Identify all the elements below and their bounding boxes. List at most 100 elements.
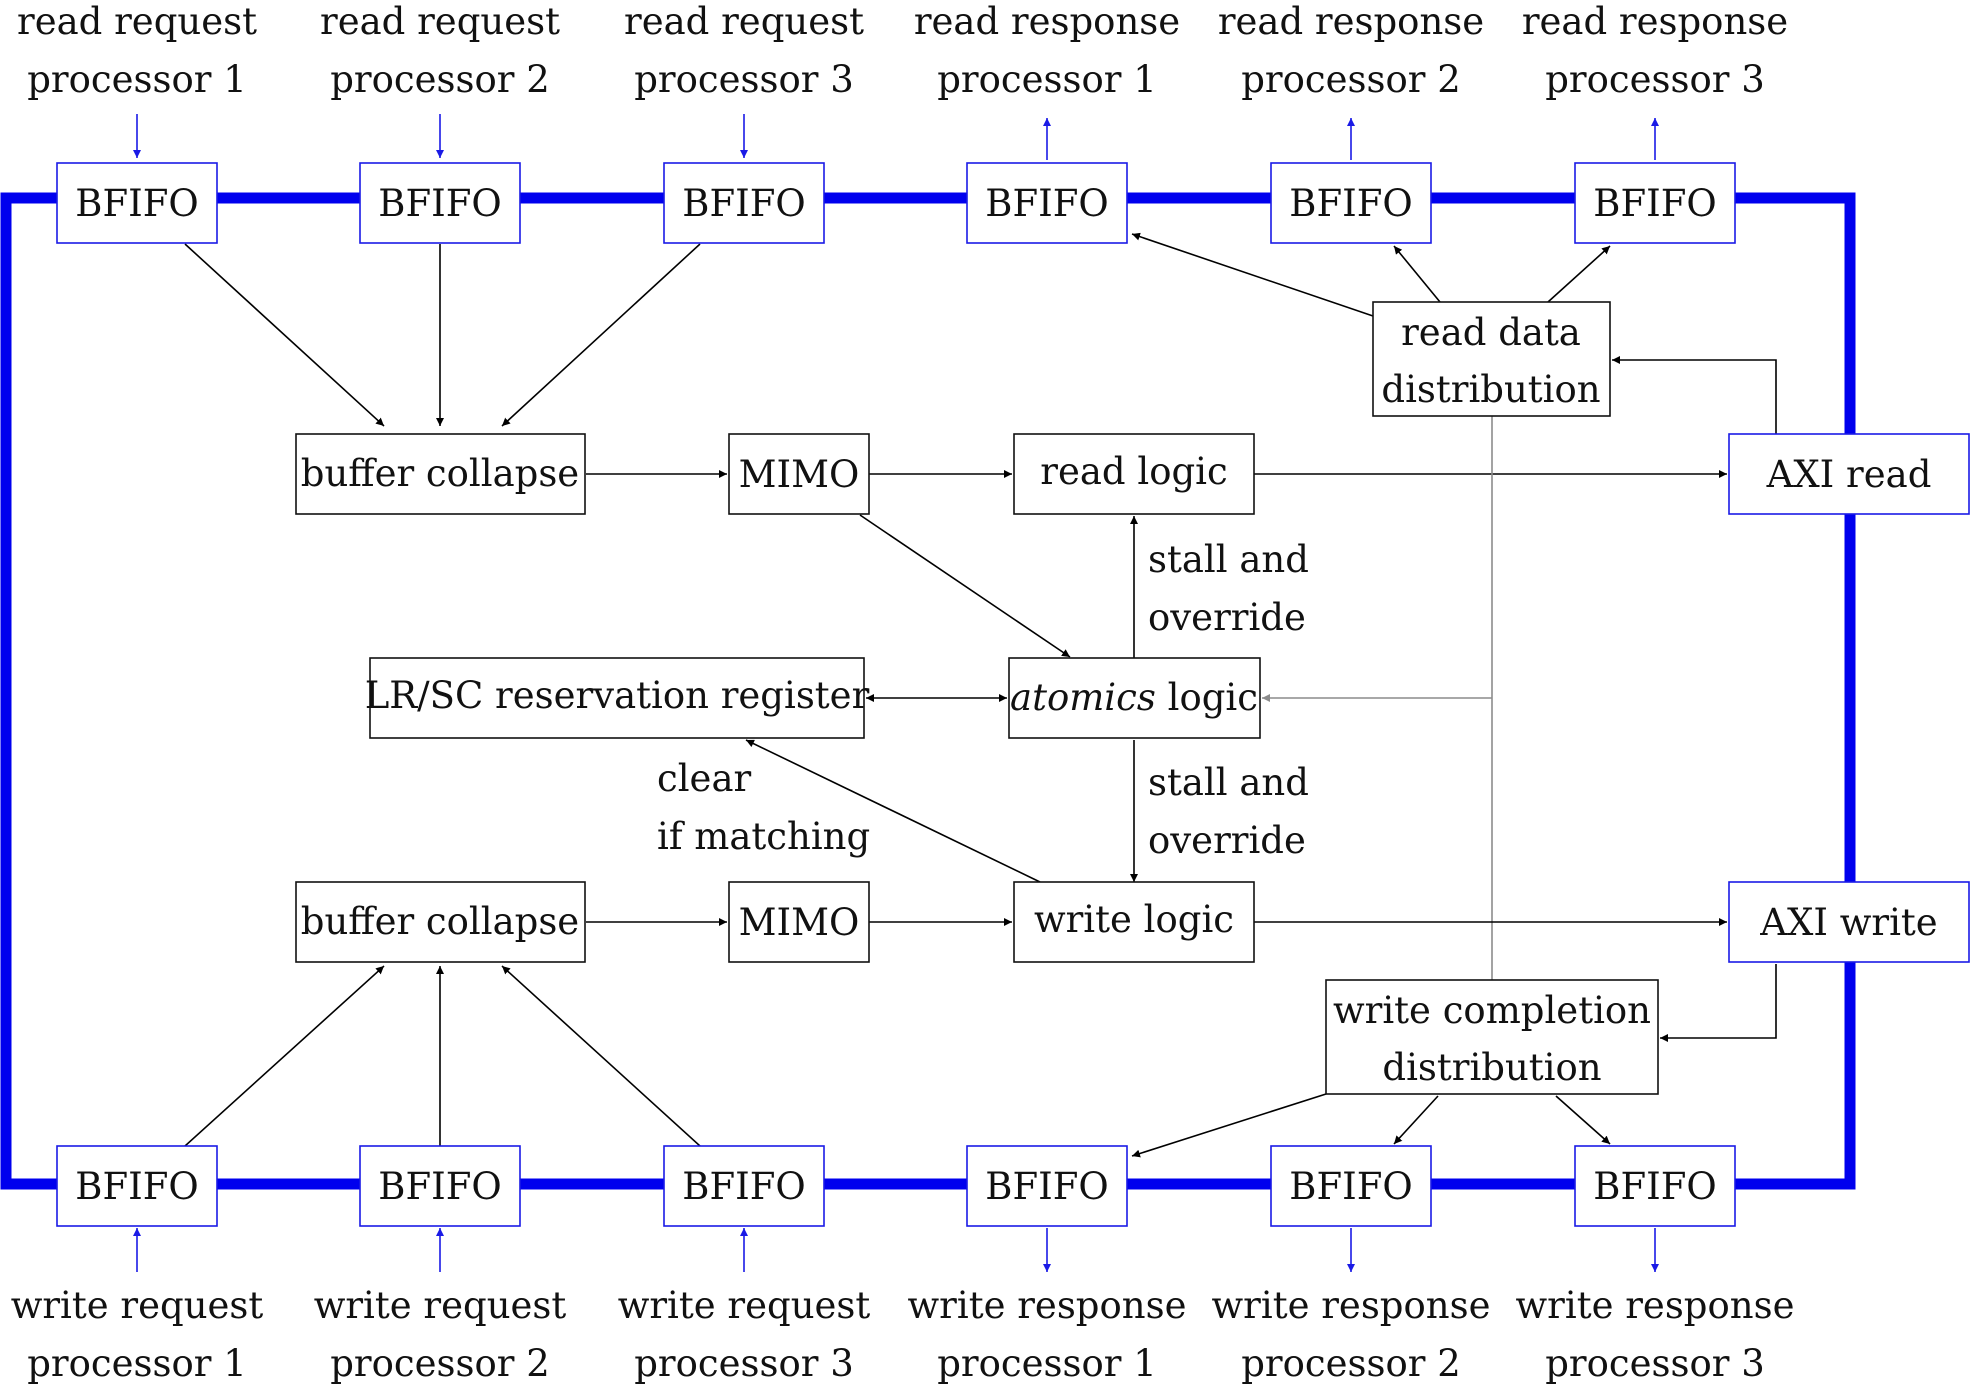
arrow-mimo-to-atomics [859,514,1071,658]
write-buffer-collapse-box [295,881,586,963]
arrow-read-fifo3-to-collapse [501,243,701,427]
bfifo-write-req-3 [663,1145,825,1227]
lrsc-register-box [369,657,865,739]
arrow-dist-to-write-resp1 [1131,1093,1327,1158]
arrow-dist-to-read-resp2 [1393,245,1441,303]
read-request-3-line1: read request [624,0,864,43]
arrow-write-fifo3-to-collapse [501,965,701,1147]
bfifo-label: BFIFO [378,1165,501,1208]
stall-override-upper-line1: stall and [1148,538,1309,581]
bfifo-label: BFIFO [682,182,805,225]
arrow-dist-to-write-resp3 [1555,1095,1611,1145]
arrow-axi-write-to-distribution [1660,964,1777,1042]
write-response-1-line2: processor 1 [937,1342,1157,1385]
write-request-3-line1: write request [618,1284,871,1327]
top-io-labels: read request processor 1 read request pr… [17,0,1788,101]
bfifo-label: BFIFO [985,182,1108,225]
bfifo-label: BFIFO [1289,1165,1412,1208]
axi-read-box [1728,433,1970,515]
top-fifo-row: BFIFO BFIFO BFIFO BFIFO BFIFO BFIFO [56,162,1736,244]
bfifo-read-resp-1 [966,162,1128,244]
bfifo-label: BFIFO [1289,182,1412,225]
read-request-3-line2: processor 3 [634,58,854,101]
bfifo-label: BFIFO [75,1165,198,1208]
arrow-axi-read-to-distribution [1612,356,1777,434]
bfifo-label: BFIFO [1593,182,1716,225]
arrow-read-fifo1-to-collapse [184,243,385,427]
arrow-dist-to-read-resp1 [1131,232,1374,317]
read-response-2-line1: read response [1218,0,1484,43]
read-data-distribution-box [1372,301,1611,417]
arrow-write-fifo1-to-collapse [184,965,385,1147]
lrsc-register-label: LR/SC reservation register [365,674,870,717]
write-dist-line2: distribution [1382,1046,1601,1089]
read-request-2-line1: read request [320,0,560,43]
atomics-italic-word: atomics [1010,676,1156,719]
write-response-3-line2: processor 3 [1545,1342,1765,1385]
read-response-2-line2: processor 2 [1241,58,1461,101]
read-request-1-line1: read request [17,0,257,43]
atomics-logic-label: atomics logic [1010,676,1258,719]
bus-ring [0,192,1856,1190]
write-request-2-line2: processor 2 [330,1342,550,1385]
write-request-3-line2: processor 3 [634,1342,854,1385]
bfifo-read-req-1 [56,162,218,244]
write-request-2-line1: write request [314,1284,567,1327]
write-response-1-line1: write response [908,1284,1187,1327]
write-response-2-line2: processor 2 [1241,1342,1461,1385]
write-completion-distribution-box [1325,979,1659,1095]
bfifo-write-resp-3 [1574,1145,1736,1227]
write-mimo-label: MIMO [739,901,860,944]
read-dist-line2: distribution [1381,368,1600,411]
bfifo-write-req-2 [359,1145,521,1227]
read-buffer-collapse-box [295,433,586,515]
read-request-2-line2: processor 2 [330,58,550,101]
write-buffer-collapse-label: buffer collapse [301,900,579,943]
bfifo-label: BFIFO [378,182,501,225]
read-logic-label: read logic [1040,450,1227,493]
read-response-1-line1: read response [914,0,1180,43]
read-request-1-line2: processor 1 [27,58,247,101]
clear-note-line1: clear [657,757,752,800]
bfifo-label: BFIFO [682,1165,805,1208]
write-request-1-line2: processor 1 [27,1342,247,1385]
atomics-rest-word: logic [1156,676,1258,719]
bfifo-write-resp-1 [966,1145,1128,1227]
bottom-io-labels: write request processor 1 write request … [11,1284,1795,1385]
axi-write-box [1728,881,1970,963]
write-logic-box [1013,881,1255,963]
bfifo-read-req-3 [663,162,825,244]
stall-override-upper-line2: override [1148,596,1306,639]
write-response-3-line1: write response [1516,1284,1795,1327]
arrow-write-logic-to-lrsc [745,739,1041,883]
bfifo-label: BFIFO [75,182,198,225]
clear-note-line2: if matching [657,815,870,858]
bfifo-read-resp-2 [1270,162,1432,244]
bottom-fifo-row: BFIFO BFIFO BFIFO BFIFO BFIFO BFIFO [56,1145,1736,1227]
write-logic-label: write logic [1034,898,1234,941]
bfifo-label: BFIFO [1593,1165,1716,1208]
bfifo-read-req-2 [359,162,521,244]
stall-override-lower-line2: override [1148,819,1306,862]
arrow-dist-to-write-resp2 [1393,1095,1439,1145]
read-logic-box [1013,433,1255,515]
read-mimo-box [728,433,870,515]
write-response-2-line1: write response [1212,1284,1491,1327]
write-request-1-line1: write request [11,1284,264,1327]
stall-override-lower-line1: stall and [1148,761,1309,804]
axi-read-label: AXI read [1766,453,1932,496]
bfifo-write-req-1 [56,1145,218,1227]
read-response-3-line2: processor 3 [1545,58,1765,101]
read-dist-line1: read data [1401,311,1581,354]
bfifo-label: BFIFO [985,1165,1108,1208]
read-response-1-line2: processor 1 [937,58,1157,101]
read-response-3-line1: read response [1522,0,1788,43]
arrow-dist-to-read-resp3 [1547,245,1611,303]
connectors [133,114,1777,1272]
write-dist-line1: write completion [1333,989,1651,1032]
bfifo-read-resp-3 [1574,162,1736,244]
read-buffer-collapse-label: buffer collapse [301,452,579,495]
atomics-logic-box [1008,657,1261,739]
axi-write-label: AXI write [1759,901,1937,944]
